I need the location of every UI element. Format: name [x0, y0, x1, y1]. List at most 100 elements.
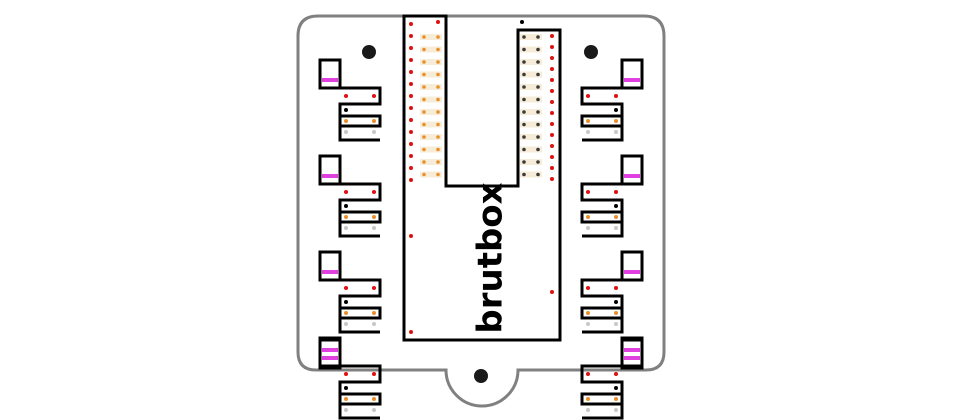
header-pin-left: [420, 146, 442, 153]
header-pin-right-dot: [522, 160, 526, 164]
header-pin-right-dot: [522, 72, 526, 77]
via-gray: [372, 322, 376, 326]
header-via-red: [550, 177, 554, 181]
via-black: [344, 300, 348, 304]
header-pin-left: [420, 59, 442, 65]
via-gray: [372, 408, 376, 412]
header-via-red: [550, 78, 554, 82]
header-pin-right: [520, 46, 542, 53]
mount-hole-top-right: [584, 45, 598, 59]
header-pin-left: [420, 34, 442, 40]
connector-left-1-pad: [338, 114, 382, 128]
header-pin-left-dot: [436, 110, 440, 114]
header-via-red: [409, 106, 413, 110]
via-red: [586, 94, 590, 98]
connector-right-3-body: [620, 250, 644, 282]
connector-left-3-body: [318, 250, 342, 282]
via-red: [614, 190, 618, 194]
connector-left-3-pad: [338, 306, 382, 320]
header-via-red: [409, 178, 413, 182]
logo-group: brutbox: [471, 182, 511, 333]
header-via-red: [550, 56, 554, 60]
header-pin-right-dot: [536, 72, 540, 77]
connector-right-2-trace: [580, 182, 624, 238]
header-pin-left-dot: [422, 122, 426, 127]
connector-right-2-body: [620, 154, 644, 186]
via-red: [586, 286, 590, 290]
connector-right-stub-magenta: [624, 348, 640, 352]
via-red: [586, 190, 590, 194]
header-pin-right-dot: [536, 110, 540, 114]
header-pin-left-dot: [436, 72, 440, 77]
connector-right-1-body: [620, 58, 644, 90]
header-pin-right: [520, 109, 542, 115]
header-pin-right-dot: [536, 122, 540, 127]
connector-left-4-magenta-pin: [322, 356, 338, 360]
header-pin-left-dot: [422, 72, 426, 77]
header-pin-left: [420, 71, 442, 78]
via-orange: [586, 311, 590, 315]
header-pin-right: [520, 71, 542, 78]
header-pin-left-dot: [436, 122, 440, 127]
header-pin-right-dot: [522, 172, 526, 177]
via-red: [372, 286, 376, 290]
header-via-red: [409, 154, 413, 158]
header-via-red: [550, 144, 554, 148]
header-via-red: [550, 67, 554, 71]
via-gray: [614, 322, 618, 326]
via-gray: [344, 226, 348, 230]
connector-right-4-pad: [580, 392, 624, 406]
header-pin-right-dot: [536, 135, 540, 139]
via-red: [344, 190, 348, 194]
header-via-red: [550, 34, 554, 38]
header-pin-left: [420, 121, 442, 128]
header-pin-right-dot: [536, 47, 540, 52]
header-pin-right-dot: [536, 147, 540, 152]
connector-left-1-magenta-pin: [322, 78, 338, 82]
header-via-red: [550, 155, 554, 159]
via-red: [614, 286, 618, 290]
connector-right-stub: [620, 338, 644, 370]
header-pin-right-dot: [522, 122, 526, 127]
connector-left-stub: [318, 338, 342, 370]
header-pin-right-dot: [522, 60, 526, 64]
header-via-red: [409, 130, 413, 134]
via-red: [586, 372, 590, 376]
header-pin-right: [520, 96, 542, 103]
via-orange: [372, 311, 376, 315]
header-via-red: [550, 100, 554, 104]
header-pin-right: [520, 34, 542, 40]
header-pin-left-dot: [422, 110, 426, 114]
connector-right-2-magenta-pin: [624, 174, 640, 178]
via-gray: [586, 322, 590, 326]
connector-right-4-trace: [580, 364, 624, 420]
connector-left-1-trace: [338, 86, 382, 142]
via-red: [372, 190, 376, 194]
header-pin-left: [420, 134, 442, 140]
via-orange: [614, 397, 618, 401]
via-black: [614, 108, 618, 112]
header-via-red: [550, 133, 554, 137]
header-pin-left: [420, 159, 442, 165]
connector-left-stub-magenta: [322, 348, 338, 352]
via-gray: [586, 226, 590, 230]
via-orange: [372, 215, 376, 219]
header-pin-left: [420, 171, 442, 178]
via-orange: [614, 215, 618, 219]
header-via-red: [409, 58, 413, 62]
header-pin-left: [420, 96, 442, 103]
header-pin-right-dot: [522, 47, 526, 52]
via-red: [372, 372, 376, 376]
via-orange: [586, 397, 590, 401]
header-pin-left-dot: [436, 60, 440, 64]
header-pin-right-dot: [536, 85, 540, 89]
mount-hole-top-left: [362, 45, 376, 59]
connector-left-2-magenta-pin: [322, 174, 338, 178]
connector-right-3-trace: [580, 278, 624, 334]
via-orange: [344, 311, 348, 315]
header-pin-right: [520, 171, 542, 178]
via-gray: [344, 408, 348, 412]
header-via-red: [550, 122, 554, 126]
header-pin-left-dot: [422, 147, 426, 152]
header-via-red: [409, 234, 413, 238]
